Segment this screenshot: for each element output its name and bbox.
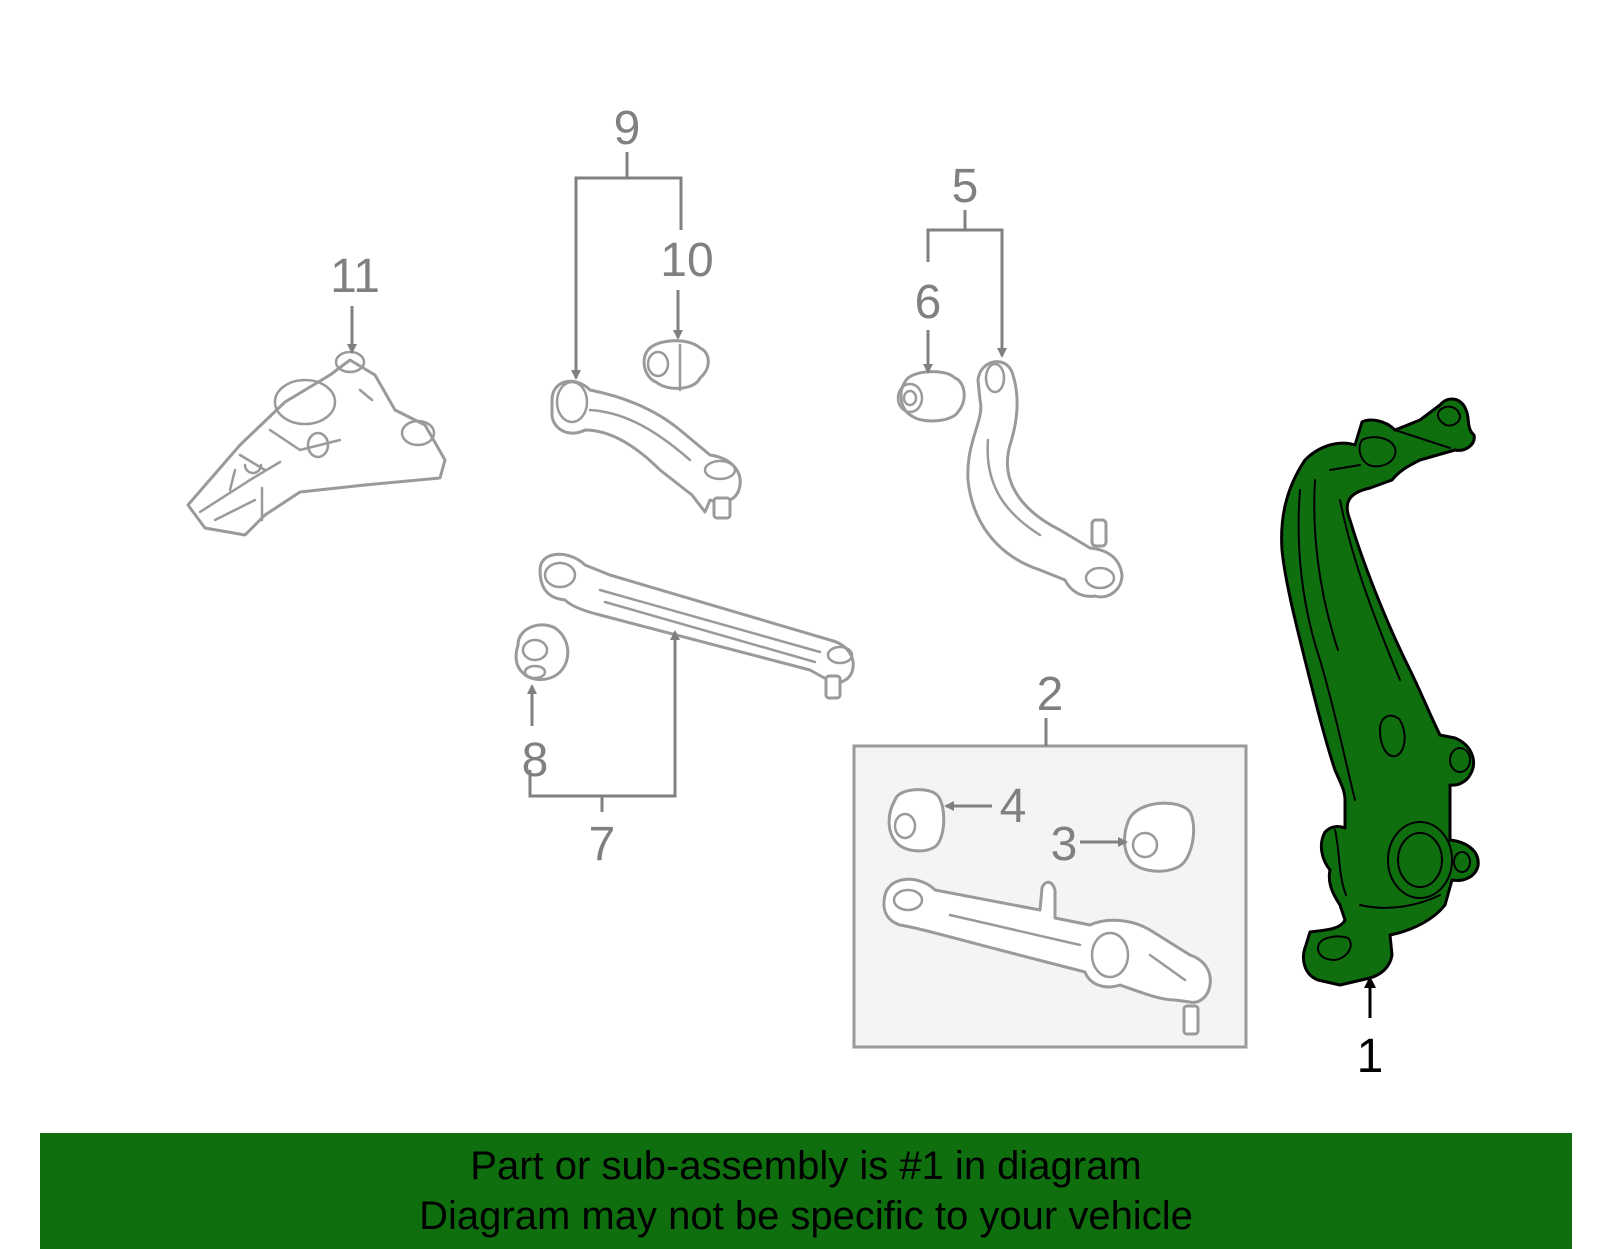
part-5-control-arm (966, 360, 1124, 599)
callout-5: 5 (952, 160, 979, 213)
callout-9: 9 (614, 102, 641, 155)
info-banner: Part or sub-assembly is #1 in diagram Di… (40, 1133, 1572, 1249)
callout-3: 3 (1051, 818, 1078, 871)
leader-lines (347, 152, 1376, 1018)
banner-line-disclaimer: Diagram may not be specific to your vehi… (419, 1194, 1193, 1238)
part-11-bracket (186, 350, 447, 537)
callout-10: 10 (660, 234, 713, 287)
part-1-steering-knuckle (1280, 397, 1480, 987)
callout-7: 7 (589, 818, 616, 871)
callout-2: 2 (1037, 668, 1064, 721)
part-2-assembly-box (852, 744, 1248, 1049)
callout-6: 6 (915, 276, 942, 329)
banner-line-part: Part or sub-assembly is #1 in diagram (470, 1144, 1142, 1188)
callout-4: 4 (1000, 780, 1027, 833)
part-6-bushing (896, 370, 966, 423)
part-10-bushing (642, 339, 710, 392)
part-7-lower-link (538, 552, 855, 700)
callout-1: 1 (1357, 1030, 1384, 1083)
part-9-control-arm (550, 379, 742, 520)
callout-11: 11 (330, 250, 380, 303)
callout-8: 8 (522, 734, 549, 787)
callout-labels: 11 9 10 5 6 8 7 2 4 3 1 (330, 102, 1383, 1083)
part-8-bushing (514, 623, 570, 681)
